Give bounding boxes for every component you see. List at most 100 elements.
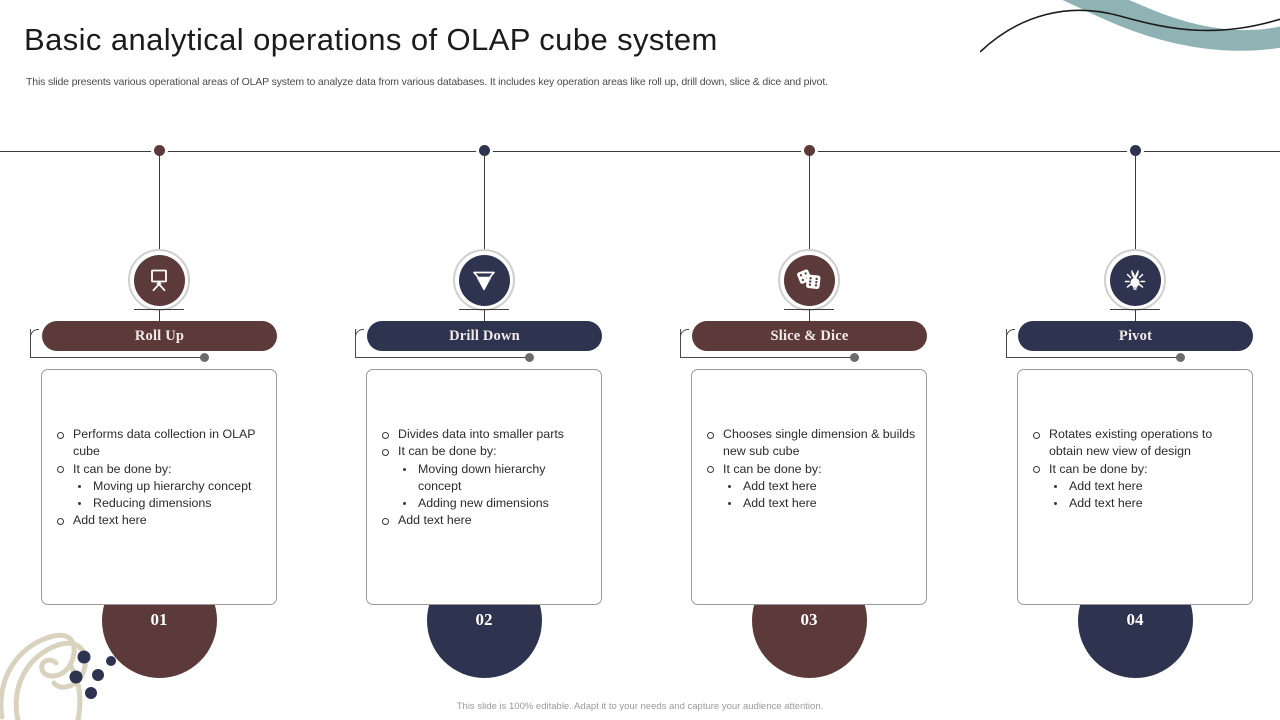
hollow-bullet-icon: [1033, 466, 1040, 474]
rail-node-dot[interactable]: [803, 145, 815, 156]
bullet-item: Add text here: [54, 512, 266, 529]
bullet-text: Divides data into smaller parts: [398, 427, 564, 441]
column-pivot: [975, 0, 1280, 720]
operation-pill-label: Roll Up: [134, 327, 185, 344]
dice-icon: [783, 254, 835, 306]
icon-badge[interactable]: [453, 249, 515, 311]
dot-bullet-icon: [1054, 502, 1057, 506]
dot-bullet-icon: [403, 502, 406, 506]
hollow-bullet-icon: [707, 431, 714, 439]
sub-bullet-item: Moving down hierarchy concept: [398, 461, 591, 496]
bullet-text: Rotates existing operations to obtain ne…: [1049, 427, 1213, 459]
double-down-arrow-icon: [458, 254, 510, 306]
badge-stem-line: [483, 309, 485, 321]
bullet-list: Performs data collection in OLAP cube It …: [54, 426, 266, 530]
badge-tee-line: [1110, 309, 1160, 310]
rail-node-dot[interactable]: [153, 145, 165, 156]
sub-bullet-item: Moving up hierarchy concept: [73, 478, 266, 495]
bullet-item: Performs data collection in OLAP cube: [54, 426, 266, 461]
presentation-board-icon: [133, 254, 185, 306]
icon-badge[interactable]: [128, 249, 190, 311]
icon-badge[interactable]: [778, 249, 840, 311]
bullet-item: Divides data into smaller parts: [379, 426, 591, 443]
bracket-corner: [355, 329, 364, 338]
badge-tee-line: [784, 309, 834, 310]
top-rail-line: [0, 151, 1280, 152]
bullet-item: It can be done by:: [54, 461, 266, 478]
bullet-text: It can be done by:: [1049, 461, 1148, 476]
rail-node-dot[interactable]: [1129, 145, 1141, 156]
badge-stem-line: [808, 309, 810, 321]
sub-bullet-text: Add text here: [1069, 478, 1143, 493]
column-drill-down: [324, 0, 644, 720]
sub-bullet-text: Adding new dimensions: [418, 496, 549, 511]
column-slice-dice: [649, 0, 969, 720]
icon-badge[interactable]: [1104, 249, 1166, 311]
bullet-text: Add text here: [398, 513, 472, 528]
dot-bullet-icon: [1054, 484, 1057, 488]
operation-pill-label: Slice & Dice: [770, 327, 849, 344]
bullet-list: Chooses single dimension & builds new su…: [704, 426, 916, 512]
hollow-bullet-icon: [382, 431, 389, 439]
bracket-horizontal: [1006, 357, 1180, 358]
bullet-text: Chooses single dimension & builds new su…: [723, 427, 916, 459]
hollow-bullet-icon: [57, 431, 64, 439]
bracket-corner: [680, 329, 689, 338]
bracket-end-dot[interactable]: [849, 353, 859, 362]
bracket-vertical: [355, 329, 356, 358]
operation-pill-label: Drill Down: [449, 327, 520, 344]
hollow-bullet-icon: [382, 448, 389, 456]
sub-bullet-text: Moving down hierarchy concept: [418, 461, 546, 493]
operation-pill-3[interactable]: Slice & Dice: [692, 321, 927, 351]
hollow-bullet-icon: [382, 517, 389, 525]
hollow-bullet-icon: [57, 517, 64, 525]
bracket-horizontal: [355, 357, 529, 358]
bracket-end-dot[interactable]: [1175, 353, 1185, 362]
operation-pill-label: Pivot: [1118, 327, 1153, 344]
bracket-corner: [1006, 329, 1015, 338]
bracket-end-dot[interactable]: [199, 353, 209, 362]
rail-drop-line: [1135, 152, 1136, 252]
rail-drop-line: [809, 152, 810, 252]
bracket-vertical: [30, 329, 31, 358]
page-title: Basic analytical operations of OLAP cube…: [24, 22, 718, 57]
sub-bullet-text: Add text here: [1069, 496, 1143, 511]
bracket-end-dot[interactable]: [524, 353, 534, 362]
sub-bullet-text: Reducing dimensions: [93, 496, 212, 511]
sub-bullet-item: Add text here: [723, 495, 916, 512]
bracket-horizontal: [30, 357, 204, 358]
operation-card-2: Divides data into smaller parts It can be…: [366, 369, 602, 605]
sub-bullet-item: Add text here: [723, 478, 916, 495]
bracket-vertical: [680, 329, 681, 358]
rail-node-dot[interactable]: [478, 145, 490, 156]
bullet-text: Performs data collection in OLAP cube: [73, 427, 256, 459]
sub-bullet-text: Add text here: [743, 496, 817, 511]
bullet-text: It can be done by:: [723, 461, 822, 476]
bullet-item: Rotates existing operations to obtain ne…: [1030, 426, 1242, 461]
dot-bullet-icon: [728, 484, 731, 488]
footer-note: This slide is 100% editable. Adapt it to…: [456, 701, 824, 712]
bracket-horizontal: [680, 357, 854, 358]
bullet-item: Chooses single dimension & builds new su…: [704, 426, 916, 461]
rail-drop-line: [159, 152, 160, 252]
bullet-item: Add text here: [379, 512, 591, 529]
bracket-corner: [30, 329, 39, 338]
sub-bullet-item: Add text here: [1049, 495, 1242, 512]
operation-pill-1[interactable]: Roll Up: [42, 321, 277, 351]
operation-card-1: Performs data collection in OLAP cube It …: [41, 369, 277, 605]
operation-pill-4[interactable]: Pivot: [1018, 321, 1253, 351]
bullet-item: It can be done by:: [379, 443, 591, 460]
operation-pill-2[interactable]: Drill Down: [367, 321, 602, 351]
sub-bullet-text: Add text here: [743, 478, 817, 493]
bullet-text: Add text here: [73, 513, 147, 528]
badge-stem-line: [1134, 309, 1136, 321]
sub-bullet-item: Adding new dimensions: [398, 495, 591, 512]
bullet-list: Rotates existing operations to obtain ne…: [1030, 426, 1242, 512]
